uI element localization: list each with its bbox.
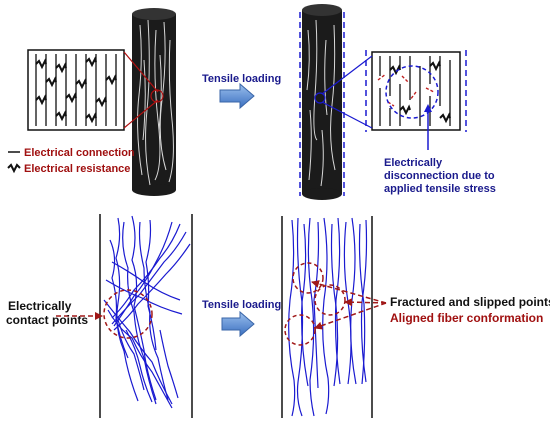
fiber-cylinder-stressed [299, 4, 345, 200]
zoom-lines-left [123, 51, 164, 129]
callout-line-1: Electrically [384, 157, 443, 169]
callout-line-2: disconnection due to [384, 170, 495, 182]
contact-label-line-2: contact points [6, 313, 88, 327]
fractured-label: Fractured and slipped points [390, 295, 550, 309]
legend-item-connection: Electrical connection [24, 147, 135, 159]
tensile-label-top: Tensile loading [202, 73, 281, 85]
fiber-bundle-tangled [56, 214, 193, 418]
legend: Electrical connection Electrical resista… [7, 147, 135, 175]
aligned-label: Aligned fiber conformation [390, 311, 543, 325]
network-inset-disconnected [365, 50, 467, 132]
tensile-arrow-top: Tensile loading [202, 73, 281, 110]
legend-zigzag-icon [7, 163, 21, 174]
legend-item-resistance: Electrical resistance [24, 163, 130, 175]
disconnection-callout: Electrically disconnection due to applie… [384, 157, 496, 195]
fiber-cylinder-unstressed [132, 8, 176, 196]
callout-line-3: applied tensile stress [384, 183, 496, 195]
network-inset-connected [27, 49, 125, 131]
fiber-bundle-aligned [281, 216, 387, 418]
zoom-lines-right [314, 55, 432, 150]
tensile-label-bottom: Tensile loading [202, 299, 281, 311]
tensile-arrow-bottom: Tensile loading [202, 299, 281, 338]
contact-label-line-1: Electrically [8, 299, 72, 313]
